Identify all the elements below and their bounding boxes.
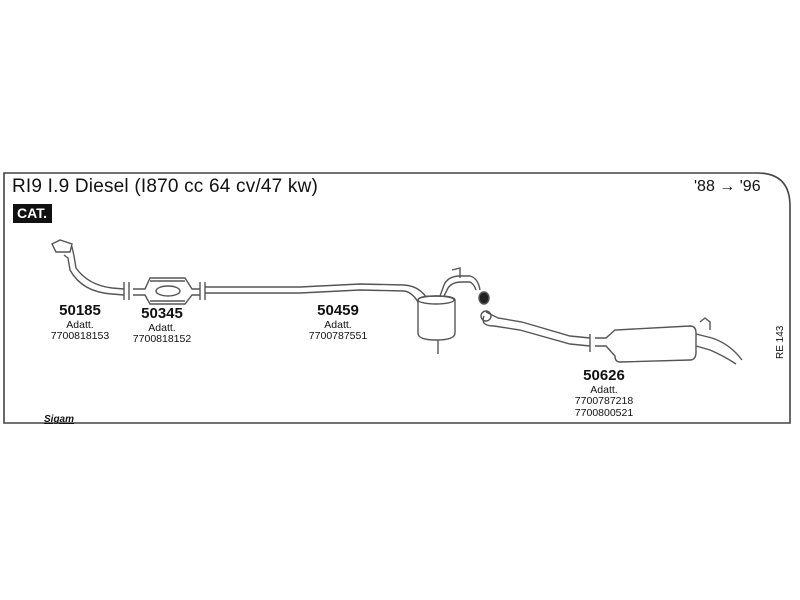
part-number: 50185 (59, 302, 101, 319)
brand-logo: Sigam (44, 414, 75, 425)
catalyst (133, 277, 206, 305)
oem-number: 7700787218 (574, 395, 634, 408)
reference-code: RE 143 (775, 325, 786, 359)
intermediate-pipe (205, 267, 490, 354)
part-number: 50626 (583, 367, 625, 384)
part-label-50459: 50459 Adatt. 7700787551 (298, 302, 378, 343)
front-pipe (51, 239, 130, 300)
part-number: 50459 (317, 302, 359, 319)
adatt-label: Adatt. (66, 318, 94, 331)
cat-badge: CAT. (13, 204, 53, 223)
oem-number: 7700787551 (308, 330, 368, 343)
part-label-50626: 50626 Adatt. 7700787218 7700800521 (564, 367, 644, 419)
rear-silencer (480, 310, 743, 365)
adatt-label: Adatt. (324, 318, 352, 331)
part-number: 50345 (141, 305, 183, 322)
frame-outline (3, 172, 791, 424)
oem-number: 7700818153 (50, 330, 110, 343)
part-label-50345: 50345 Adatt. 7700818152 (122, 305, 202, 346)
year-range: '88 → '96 (694, 178, 761, 195)
oem-number: 7700800521 (574, 406, 634, 419)
part-label-50185: 50185 Adatt. 7700818153 (40, 302, 120, 343)
diagram-frame (2, 171, 792, 425)
diagram-title: RI9 I.9 Diesel (I870 cc 64 cv/47 kw) (12, 176, 319, 197)
adatt-label: Adatt. (148, 321, 176, 334)
oem-number: 7700818152 (132, 333, 192, 346)
adatt-label: Adatt. (590, 383, 618, 396)
